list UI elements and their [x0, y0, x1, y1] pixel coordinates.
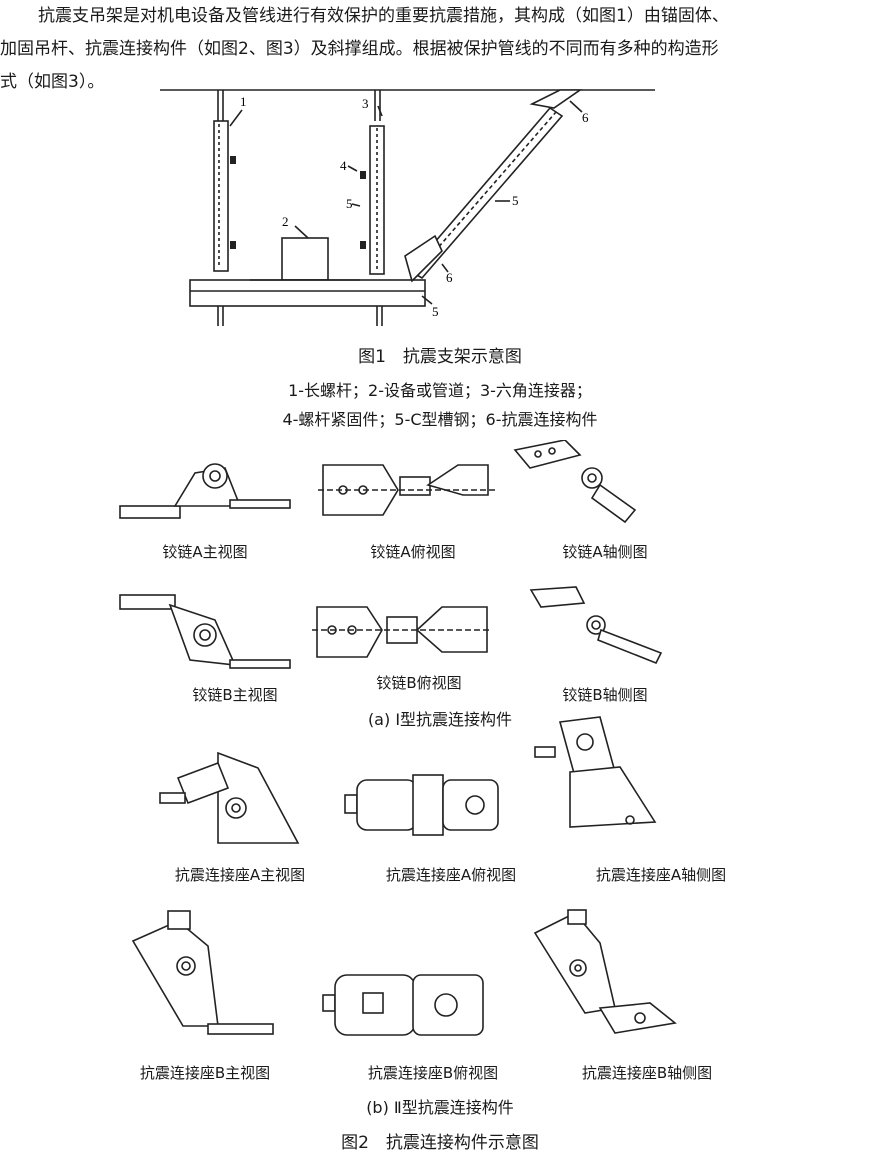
callout-6b: 6 — [446, 270, 453, 285]
fig1-caption: 图1 抗震支架示意图 — [358, 347, 522, 367]
hinge-a-axonometric-view — [510, 440, 650, 525]
hinge-b-front-view — [115, 590, 295, 675]
seat-a-front-view — [158, 748, 308, 848]
intro-line-2: 加固吊杆、抗震连接构件（如图2、图3）及斜撑组成。根据被保护管线的不同而有多种的… — [0, 39, 719, 59]
callout-4: 4 — [340, 158, 347, 173]
fig2-caption: 图2 抗震连接构件示意图 — [341, 1133, 539, 1153]
seat-b-axonometric-view — [530, 908, 680, 1038]
fig1-legend-2: 4-螺杆紧固件；5-C型槽钢；6-抗震连接构件 — [282, 410, 598, 429]
seat-a-top-view — [335, 770, 510, 840]
row4-label-3: 抗震连接座B轴侧图 — [581, 1064, 713, 1082]
subcaption-a: (a) Ⅰ型抗震连接构件 — [367, 710, 513, 729]
callout-5b: 5 — [512, 193, 519, 208]
intro-paragraph: 抗震支吊架是对机电设备及管线进行有效保护的重要抗震措施，其构成（如图1）由锚固体… — [0, 0, 880, 99]
row4-label-1: 抗震连接座B主视图 — [139, 1064, 271, 1082]
row2-label-3: 铰链B轴侧图 — [562, 686, 648, 704]
callout-3: 3 — [362, 96, 369, 111]
hinge-b-axonometric-view — [526, 585, 666, 665]
row1-label-2: 铰链A俯视图 — [370, 543, 456, 561]
subcaption-b: (b) Ⅱ型抗震连接构件 — [366, 1098, 514, 1117]
hinge-a-top-view — [318, 455, 498, 525]
row4-label-2: 抗震连接座B俯视图 — [367, 1064, 499, 1082]
callout-2: 2 — [282, 214, 289, 229]
callout-6a: 6 — [582, 110, 589, 125]
callout-1: 1 — [240, 94, 247, 109]
row1-label-3: 铰链A轴侧图 — [562, 543, 648, 561]
row3-label-3: 抗震连接座A轴侧图 — [595, 866, 727, 884]
row3-label-1: 抗震连接座A主视图 — [174, 866, 306, 884]
row1-label-1: 铰链A主视图 — [162, 543, 248, 561]
seat-b-top-view — [318, 965, 498, 1045]
row3-label-2: 抗震连接座A俯视图 — [385, 866, 517, 884]
callout-5c: 5 — [432, 304, 439, 319]
row2-label-1: 铰链B主视图 — [192, 686, 278, 704]
hinge-a-front-view — [115, 448, 295, 528]
fig1-legend-1: 1-长螺杆；2-设备或管道；3-六角连接器； — [288, 381, 592, 400]
hinge-b-top-view — [312, 602, 492, 662]
row2-label-2: 铰链B俯视图 — [376, 674, 462, 692]
fig1-drawing: 1 2 3 4 5 5 5 6 6 — [150, 86, 670, 336]
seat-b-front-view — [128, 906, 278, 1046]
intro-line-3: 式（如图3）。 — [0, 72, 105, 92]
seat-a-axonometric-view — [530, 712, 660, 842]
seismic-bracket-illustration: 1 2 3 4 5 5 5 6 6 — [160, 89, 655, 326]
callout-5a: 5 — [346, 196, 353, 211]
intro-line-1: 抗震支吊架是对机电设备及管线进行有效保护的重要抗震措施，其构成（如图1）由锚固体… — [38, 6, 729, 26]
